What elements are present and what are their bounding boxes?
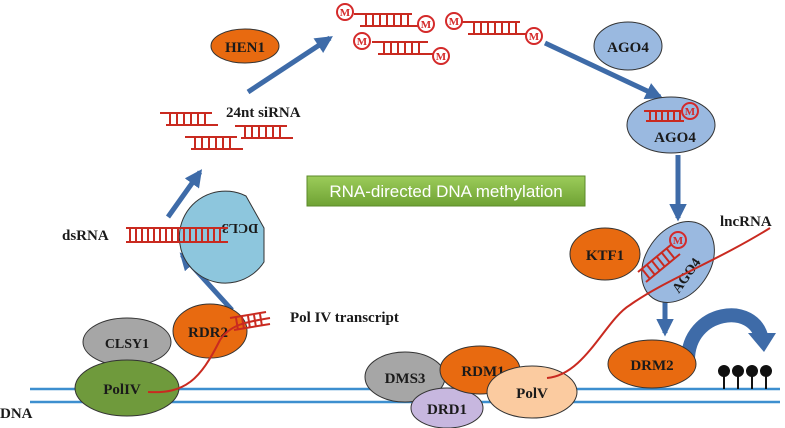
rna-lines <box>147 227 771 394</box>
methyl-mark: M <box>445 12 463 30</box>
dsrna-label: dsRNA <box>62 228 109 244</box>
drd1-protein: DRD1 <box>410 387 484 428</box>
lncrna-line <box>546 227 771 379</box>
methylated-duplex <box>462 21 526 35</box>
sirna-label: 24nt siRNA <box>226 105 301 121</box>
drm2-protein: DRM2 <box>607 339 697 389</box>
svg-text:M: M <box>673 235 684 247</box>
dcl3-protein: DCL3 <box>178 190 265 284</box>
svg-text:DRM2: DRM2 <box>630 358 673 374</box>
svg-text:M: M <box>340 7 351 19</box>
svg-text:HEN1: HEN1 <box>225 40 265 56</box>
ago4-loaded-sirna <box>644 110 684 122</box>
pol4-transcript-line <box>147 317 271 394</box>
methylated-duplex <box>372 41 434 55</box>
methyl-mark: M <box>353 32 371 50</box>
curved-methylation-arrow <box>681 308 776 361</box>
ago4-bound-sirna <box>637 243 681 283</box>
svg-text:M: M <box>529 31 540 43</box>
svg-text:M: M <box>436 51 447 63</box>
methyl-mark: M <box>417 15 435 33</box>
arrow-dsrna-to-sirna <box>165 169 203 219</box>
hen1-protein: HEN1 <box>210 28 280 64</box>
clsy1-protein: CLSY1 <box>82 317 172 367</box>
svg-text:M: M <box>685 106 696 118</box>
arrow-sirna-to-methylated <box>246 35 333 95</box>
methyl-mark: M <box>525 27 543 45</box>
ago4-free-protein: AGO4 <box>593 21 663 71</box>
sirna-duplexes <box>160 112 293 150</box>
methylation-lollipops <box>718 365 772 389</box>
title-box: RNA-directed DNA methylation <box>306 175 586 207</box>
methylated-duplex <box>354 13 418 27</box>
arrow-methylated-to-ago4 <box>543 40 664 100</box>
rdr2-protein: RDR2 <box>172 303 248 359</box>
methyl-marks: M M M M M M <box>336 3 543 65</box>
sirna-duplex <box>160 112 218 126</box>
pol4-transcript-duplex <box>229 311 271 331</box>
svg-text:M: M <box>421 19 432 31</box>
svg-text:RDR2: RDR2 <box>188 325 228 341</box>
sirna-duplex <box>185 136 243 150</box>
svg-text:M: M <box>449 16 460 28</box>
diagram-title: RNA-directed DNA methylation <box>329 182 562 201</box>
ktf1-protein: KTF1 <box>569 227 641 281</box>
methyl-mark: M <box>681 102 699 120</box>
svg-text:CLSY1: CLSY1 <box>105 337 149 352</box>
ago4-loaded-protein: AGO4 <box>626 96 716 154</box>
svg-text:AGO4: AGO4 <box>654 130 696 146</box>
svg-text:KTF1: KTF1 <box>586 248 624 264</box>
ago4-bound-protein: AGO4 <box>641 221 715 303</box>
svg-text:RDM1: RDM1 <box>461 364 504 380</box>
dna-label: DNA <box>0 406 33 422</box>
methyl-mark: M <box>336 3 354 21</box>
svg-text:DMS3: DMS3 <box>385 371 426 387</box>
svg-text:DCL3: DCL3 <box>222 220 259 235</box>
flow-arrows <box>165 35 687 337</box>
lncrna-label: lncRNA <box>720 214 772 230</box>
methyl-mark: M <box>669 231 687 249</box>
svg-text:PolIV: PolIV <box>103 382 141 398</box>
pol4-protein: PolIV <box>74 359 180 417</box>
svg-text:DRD1: DRD1 <box>427 402 467 418</box>
pol5-protein: PolV <box>486 365 578 419</box>
sirna-duplex <box>235 125 293 139</box>
methylated-sirna-group <box>354 13 526 55</box>
svg-text:PolV: PolV <box>516 386 548 402</box>
dms3-protein: DMS3 <box>364 351 446 403</box>
methyl-mark: M <box>432 47 450 65</box>
svg-text:AGO4: AGO4 <box>607 40 649 56</box>
pol4-transcript-label: Pol IV transcript <box>290 310 399 326</box>
svg-text:M: M <box>357 36 368 48</box>
dsrna-ladder <box>126 227 228 243</box>
